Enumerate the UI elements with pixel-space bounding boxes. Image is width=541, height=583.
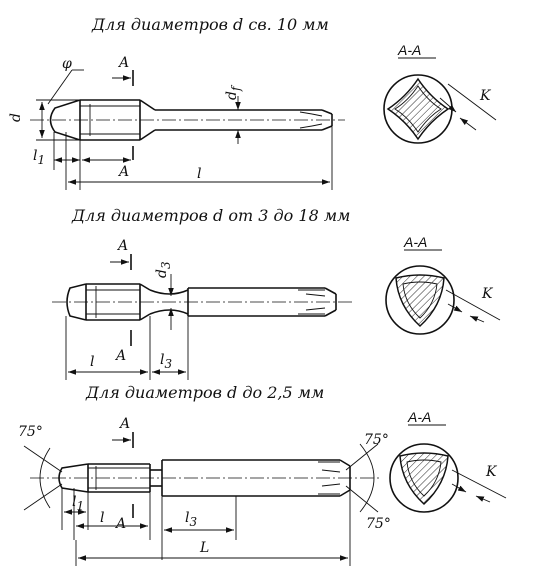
view1-section-mark-bottom: A <box>117 164 129 180</box>
view3-angle-right-top-label: 75° <box>364 432 389 448</box>
section-a-a-square: A-A K <box>383 42 497 144</box>
view1-phi-label: φ <box>62 56 72 72</box>
tap-view-over-10mm: A φ d df l1 A l <box>8 55 345 190</box>
view1-l-label: l <box>197 166 201 182</box>
view3-section-title: A-A <box>407 409 431 425</box>
view3-l-label: l <box>100 510 104 526</box>
tap-view-up-to-2-5mm: 75° A l1 l A l3 L <box>18 416 380 566</box>
view3-angle-right-bottom-label: 75° <box>366 516 391 532</box>
heading-up-to-2-5mm: Для диаметров d до 2,5 мм <box>85 383 324 402</box>
view1-l1-label: l1 <box>33 148 45 167</box>
section-a-a-triangle: A-A K <box>385 234 501 335</box>
heading-over-10mm: Для диаметров d св. 10 мм <box>91 15 329 34</box>
view1-d-label: d <box>8 113 24 122</box>
view3-section-mark-top: A <box>118 416 130 432</box>
view1-k-label: K <box>479 88 492 104</box>
heading-3-to-18mm: Для диаметров d от 3 до 18 мм <box>71 206 350 225</box>
view2-l3-label: l3 <box>160 352 172 371</box>
view3-L-label: L <box>199 540 209 556</box>
view2-d3-label: d3 <box>154 261 173 278</box>
view2-l-label: l <box>90 354 94 370</box>
section-a-a-triangle-small: A-A 75° 75° K <box>364 409 507 532</box>
view3-section-mark-bottom: A <box>114 516 126 532</box>
view3-l3-label: l3 <box>185 510 197 529</box>
tap-view-3-to-18mm: A d3 l A l3 <box>52 238 352 380</box>
view3-angle-left-label: 75° <box>18 424 43 440</box>
view2-section-mark-top: A <box>116 238 128 254</box>
view2-section-title: A-A <box>403 234 427 250</box>
view2-k-label: K <box>481 286 494 302</box>
view3-k-label: K <box>485 464 498 480</box>
view1-section-title: A-A <box>397 42 421 58</box>
view1-df-label: df <box>224 84 243 100</box>
view2-section-mark-bottom: A <box>114 348 126 364</box>
view1-section-mark-top: A <box>117 55 129 71</box>
